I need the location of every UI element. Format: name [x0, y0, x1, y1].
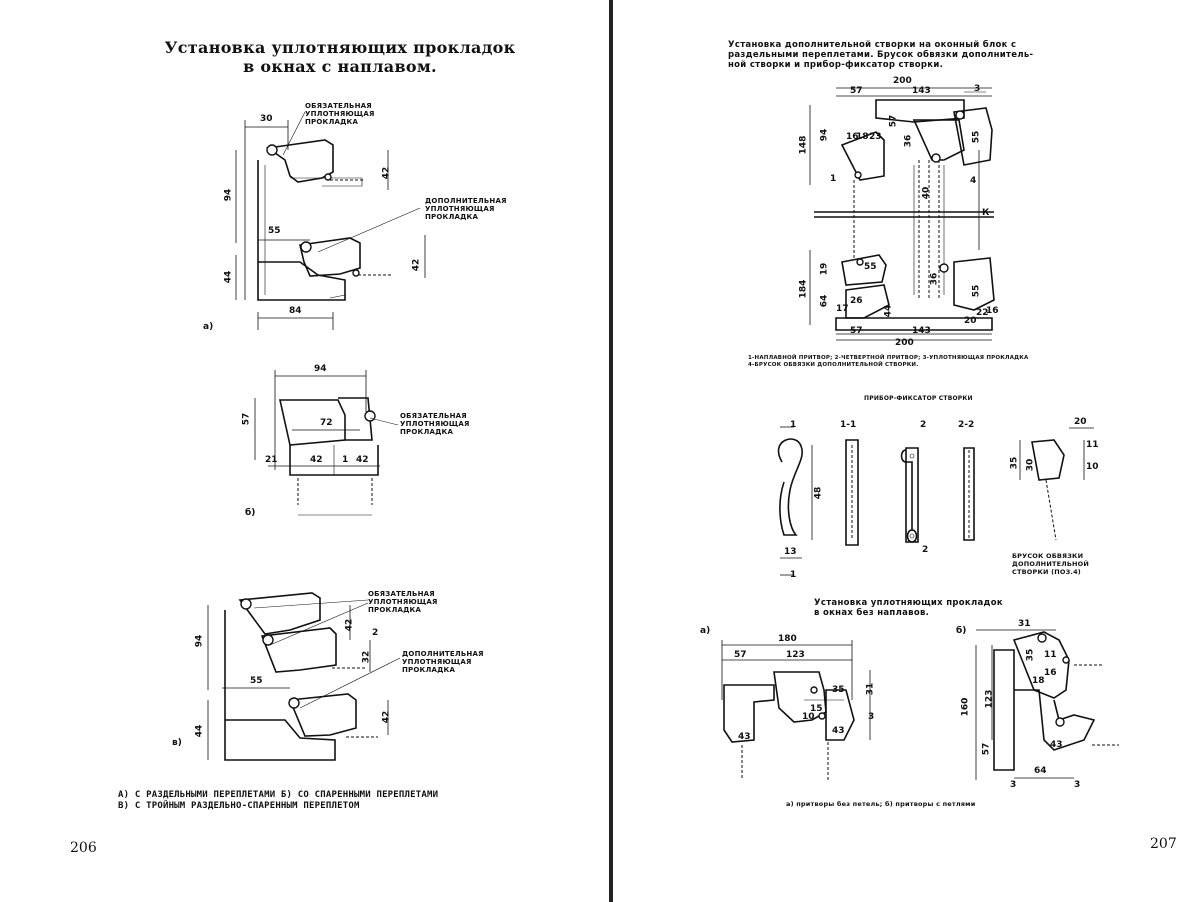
fig-c-dim-42-top: 42: [344, 619, 354, 632]
left-page: Установка уплотняющих прокладок в окнах …: [0, 0, 610, 902]
fig-c-dim-55: 55: [250, 676, 263, 686]
bottom-b-dim-18: 18: [1032, 676, 1045, 686]
bottom-b-dim-64: 64: [1034, 766, 1047, 776]
fig-c-dim-44: 44: [194, 725, 204, 738]
bottom-b-dim-35: 35: [1025, 649, 1035, 662]
bottom-b-dim-43: 43: [1050, 740, 1063, 750]
label-line: уплотняющая: [368, 598, 438, 606]
bottom-caption: а) притворы без петель; б) притворы с пе…: [786, 800, 975, 808]
bottom-b-drawing: [614, 0, 1200, 902]
book-spine: [609, 0, 613, 902]
bottom-b-dim-11: 11: [1044, 650, 1057, 660]
caption-line: в) с тройным раздельно-спаренным перепле…: [118, 801, 438, 812]
fig-c-dim-2: 2: [372, 628, 378, 638]
bottom-b-dim-16: 16: [1044, 668, 1057, 678]
right-page-number: 207: [1150, 836, 1177, 852]
left-page-number: 206: [70, 840, 97, 856]
label-line: прокладка: [368, 606, 438, 614]
right-page: Установка дополнительной створки на окон…: [614, 0, 1200, 902]
fig-c-additional-label: дополнительная уплотняющая прокладка: [402, 650, 484, 674]
fig-c-dim-32: 32: [361, 651, 371, 664]
bottom-b-dim-160: 160: [960, 698, 970, 717]
figure-c-drawing: [0, 0, 610, 902]
bottom-b-dim-3-right: 3: [1074, 780, 1080, 790]
caption-line: а) с раздельными переплетами б) со спаре…: [118, 790, 438, 801]
label-line: обязательная: [368, 590, 438, 598]
fig-c-mandatory-label: обязательная уплотняющая прокладка: [368, 590, 438, 614]
label-line: уплотняющая: [402, 658, 484, 666]
fig-c-tag: в): [172, 738, 182, 748]
fig-c-dim-94: 94: [194, 635, 204, 648]
bottom-b-dim-3-left: 3: [1010, 780, 1016, 790]
label-line: прокладка: [402, 666, 484, 674]
bottom-b-dim-123: 123: [984, 690, 994, 709]
bottom-b-dim-31: 31: [1018, 619, 1031, 629]
bottom-b-dim-57: 57: [981, 743, 991, 756]
left-caption: а) с раздельными переплетами б) со спаре…: [118, 790, 438, 812]
fig-c-dim-42-bottom: 42: [381, 711, 391, 724]
label-line: дополнительная: [402, 650, 484, 658]
